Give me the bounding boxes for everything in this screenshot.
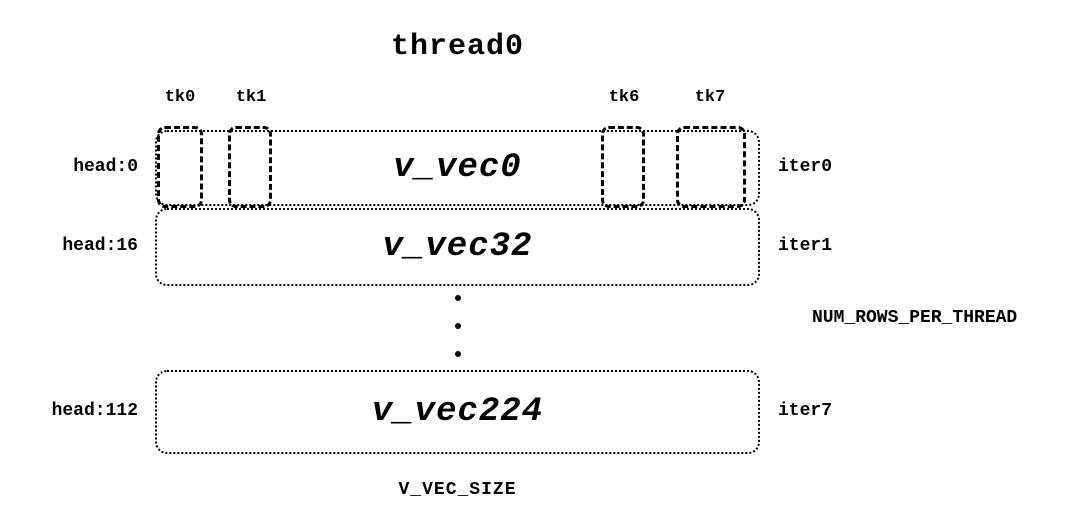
vector-row-label: v_vec224 [371, 393, 544, 431]
tk1-cell-box [228, 126, 272, 208]
tk7-label: tk7 [694, 88, 726, 107]
vector-row-iter0: v_vec0 [155, 130, 760, 206]
tk6-label: tk6 [608, 88, 640, 107]
diagram-title: thread0 [390, 30, 525, 64]
tk6-cell-box [601, 126, 645, 208]
v-vec-size-label: V_VEC_SIZE [398, 480, 517, 500]
tk7-cell-box [676, 126, 746, 208]
head-offset-label-iter1: head:16 [62, 236, 138, 256]
ellipsis-dot [454, 351, 461, 357]
iter0-label: iter0 [778, 157, 833, 177]
vector-row-iter1: v_vec32 [155, 208, 760, 286]
vector-row-label: v_vec32 [382, 228, 533, 266]
vector-row-label: v_vec0 [393, 149, 522, 187]
iter1-label: iter1 [778, 236, 833, 256]
tk1-label: tk1 [235, 88, 267, 107]
ellipsis-dot [454, 295, 461, 301]
tk0-label: tk0 [164, 88, 196, 107]
vertical-ellipsis-icon [155, 295, 760, 357]
ellipsis-dot [454, 323, 461, 329]
num-rows-per-thread-label: NUM_ROWS_PER_THREAD [812, 308, 1018, 328]
iter7-label: iter7 [778, 401, 833, 421]
vector-row-iter7: v_vec224 [155, 370, 760, 454]
head-offset-label-iter7: head:112 [51, 401, 138, 421]
tk0-cell-box [157, 126, 203, 208]
head-offset-label-iter0: head:0 [73, 157, 138, 177]
